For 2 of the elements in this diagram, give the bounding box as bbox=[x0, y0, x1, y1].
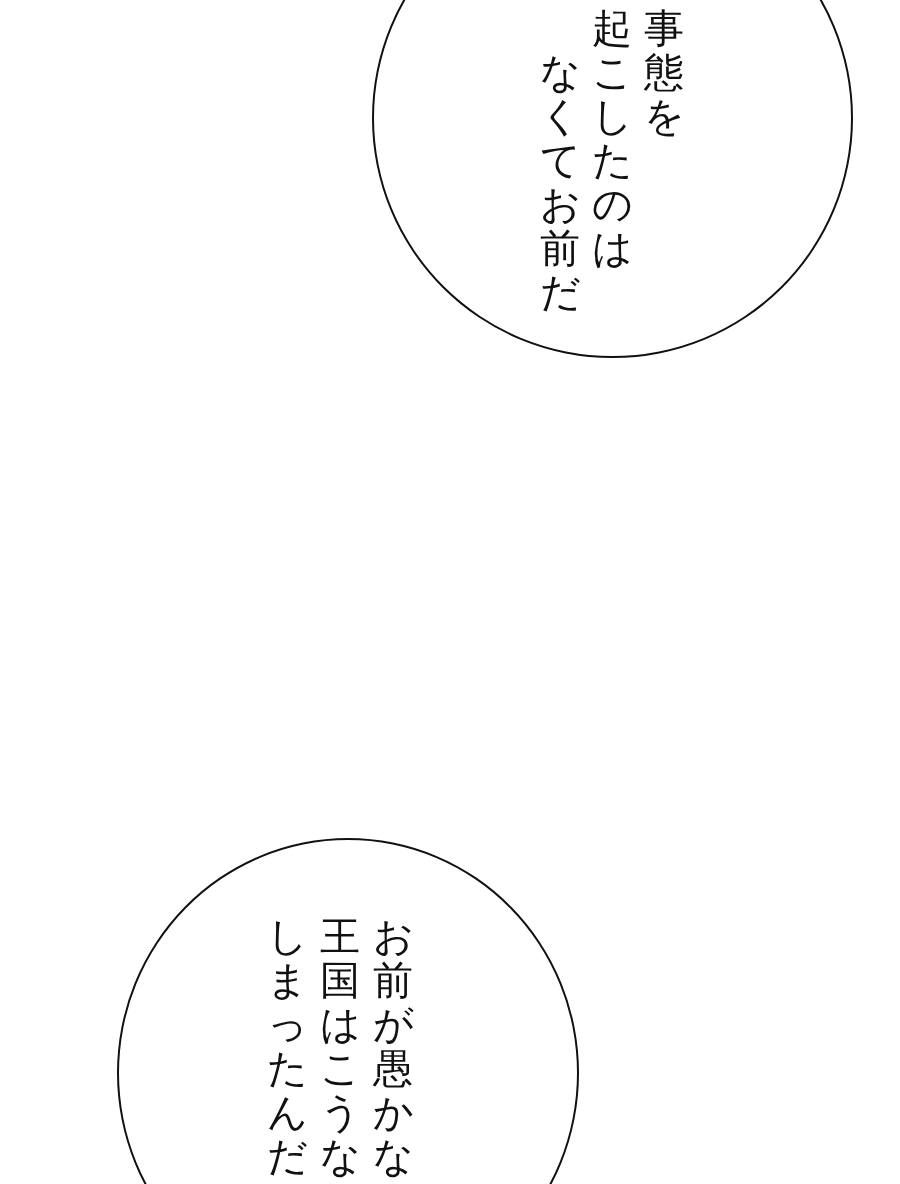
speech-text: 事態を起こしたのはなくてお前だ bbox=[540, 6, 684, 314]
speech-text: お前が愚かな王国はこうなしまったんだ bbox=[267, 914, 413, 1178]
